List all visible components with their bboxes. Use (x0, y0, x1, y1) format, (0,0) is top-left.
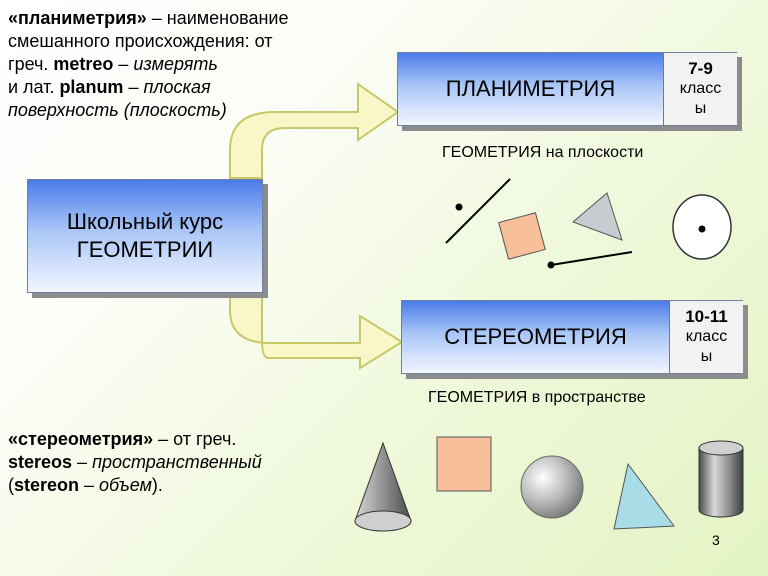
planimetry-title: ПЛАНИМЕТРИЯ (445, 76, 616, 101)
circle-center-icon (698, 225, 706, 233)
stereometry-box: СТЕРЕОМЕТРИЯ 10-11 класс ы (401, 300, 743, 374)
square-icon (498, 212, 546, 260)
stereometry-grade-badge: 10-11 класс ы (669, 301, 743, 373)
course-line1: Школьный курс (66, 209, 224, 234)
page-number: 3 (712, 532, 720, 548)
course-line2: ГЕОМЕТРИИ (76, 237, 214, 262)
point-icon (455, 203, 463, 211)
ray-line-icon (550, 251, 633, 266)
stereometry-caption: ГЕОМЕТРИЯ в пространстве (428, 389, 646, 406)
planimetry-caption: ГЕОМЕТРИЯ на плоскости (442, 144, 644, 161)
square-solid-icon (436, 436, 492, 492)
stereometry-title: СТЕРЕОМЕТРИЯ (444, 324, 627, 349)
school-course-box: Школьный курс ГЕОМЕТРИИ (27, 179, 263, 293)
triangle-icon (572, 192, 623, 241)
arrow-to-stereometry (229, 291, 404, 370)
sphere-icon (520, 455, 584, 519)
planimetry-etymology-note: «планиметрия» – наименование смешанного … (8, 8, 289, 120)
stereometry-etymology-note: «стереометрия» – от греч. stereos – прос… (8, 429, 262, 495)
cylinder-icon (698, 447, 744, 518)
triangle-solid-icon (613, 462, 675, 530)
segment-icon (445, 178, 511, 244)
planimetry-grade-badge: 7-9 класс ы (663, 53, 737, 125)
planimetry-box: ПЛАНИМЕТРИЯ 7-9 класс ы (397, 52, 737, 126)
